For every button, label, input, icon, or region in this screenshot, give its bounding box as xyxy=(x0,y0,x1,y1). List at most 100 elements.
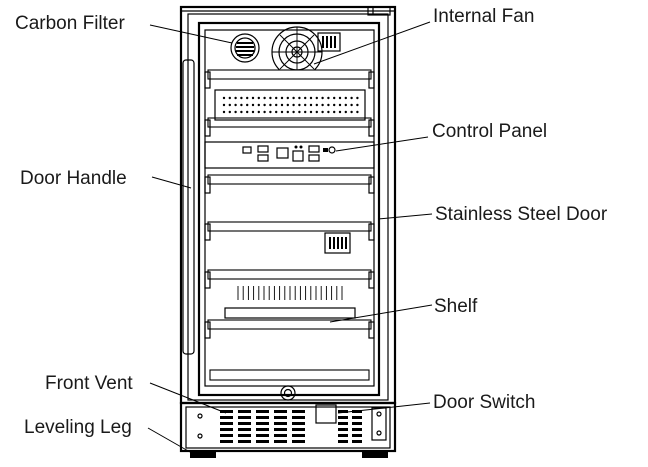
vent-dot xyxy=(333,96,336,100)
vent-dot xyxy=(350,96,353,100)
leader-door-handle xyxy=(151,176,192,189)
vent-slot xyxy=(220,422,233,425)
vent-dot xyxy=(344,110,347,114)
bottom-base xyxy=(179,401,397,453)
vent-slot xyxy=(220,434,233,437)
shelf-rail xyxy=(207,269,372,280)
vent-slot xyxy=(238,434,251,437)
vent-slot xyxy=(274,428,287,431)
vent-slot xyxy=(274,416,287,419)
label-carbon-filter: Carbon Filter xyxy=(15,13,125,34)
vent-dot xyxy=(321,103,324,107)
vent-dot xyxy=(222,103,226,107)
vent-slot xyxy=(238,428,251,431)
vent-slot xyxy=(338,428,348,431)
vent-slot xyxy=(292,434,305,437)
label-control-panel: Control Panel xyxy=(432,121,547,142)
leveling-legs xyxy=(190,451,388,458)
vent-dot xyxy=(344,96,347,100)
vent-dot xyxy=(280,110,284,114)
evaporator-panel xyxy=(214,89,366,121)
vent-slot xyxy=(352,428,362,431)
vent-dot xyxy=(280,96,284,100)
vent-dot xyxy=(286,96,289,100)
door-switch[interactable] xyxy=(315,404,337,424)
vent-slot xyxy=(352,434,362,437)
vent-dot xyxy=(304,96,307,100)
shelf-clip-left xyxy=(204,321,211,339)
vent-dot xyxy=(275,103,278,107)
label-door-switch: Door Switch xyxy=(433,392,535,413)
vent-dot xyxy=(251,110,255,114)
vent-dot xyxy=(338,110,342,114)
vent-slot xyxy=(292,440,305,443)
vent-dot xyxy=(286,103,289,107)
vent-dot xyxy=(234,110,237,114)
vent-slot xyxy=(220,410,233,413)
front-vent xyxy=(220,410,362,443)
shelf-clip-right xyxy=(368,271,375,289)
vent-dot xyxy=(251,103,255,107)
vent-dot xyxy=(333,103,336,107)
vent-dot xyxy=(240,110,243,114)
vent-slot xyxy=(292,410,305,413)
vent-dot xyxy=(309,96,313,100)
vent-slot xyxy=(238,416,251,419)
vent-slot xyxy=(238,440,251,443)
vent-dot xyxy=(222,110,226,114)
vent-slot xyxy=(352,440,362,443)
vent-dot xyxy=(234,103,237,107)
vent-dot xyxy=(263,110,266,114)
vent-dot xyxy=(321,96,324,100)
vent-dot xyxy=(327,96,330,100)
control-panel[interactable] xyxy=(204,141,375,169)
leader-control-panel xyxy=(335,136,429,152)
vent-dot xyxy=(269,110,272,114)
shelf-rail xyxy=(207,221,372,232)
shelf-clip-right xyxy=(368,321,375,339)
vent-dot xyxy=(350,110,353,114)
leader-leveling-leg xyxy=(147,427,191,453)
vent-dot xyxy=(228,110,231,114)
vent-dot xyxy=(246,96,249,100)
vent-slot xyxy=(256,416,269,419)
vent-slot xyxy=(256,410,269,413)
vent-dot xyxy=(257,96,260,100)
label-internal-fan: Internal Fan xyxy=(433,6,534,27)
vent-dot xyxy=(309,103,313,107)
vent-dot xyxy=(315,96,318,100)
vent-dot xyxy=(240,96,243,100)
vent-slot xyxy=(256,428,269,431)
vent-slot xyxy=(256,422,269,425)
vent-dot xyxy=(356,110,359,114)
wire-shelf-grill xyxy=(224,286,356,319)
vent-dot xyxy=(292,96,295,100)
vent-slot xyxy=(274,410,287,413)
door-handle[interactable] xyxy=(182,59,195,355)
vent-dot xyxy=(298,103,301,107)
mid-light-module xyxy=(324,232,351,254)
vent-dot xyxy=(327,103,330,107)
vent-dot xyxy=(333,110,336,114)
vent-dot xyxy=(257,103,260,107)
vent-dot xyxy=(246,103,249,107)
vent-dot xyxy=(228,103,231,107)
bottom-right-bracket xyxy=(197,407,387,441)
vent-dot xyxy=(327,110,330,114)
leader-door-switch xyxy=(337,402,431,414)
vent-slot xyxy=(292,428,305,431)
vent-slot xyxy=(256,434,269,437)
cabinet-shell xyxy=(179,5,397,405)
vent-dot xyxy=(257,110,260,114)
vent-dot xyxy=(298,96,301,100)
shelf-clip-right xyxy=(368,176,375,194)
vent-dot xyxy=(269,96,272,100)
vent-dot xyxy=(246,110,249,114)
vent-dot xyxy=(344,103,347,107)
shelf-rail xyxy=(207,117,372,128)
leader-shelf xyxy=(329,304,433,323)
vent-dot xyxy=(228,96,231,100)
vent-dot xyxy=(251,96,255,100)
door-lock[interactable] xyxy=(280,385,296,401)
